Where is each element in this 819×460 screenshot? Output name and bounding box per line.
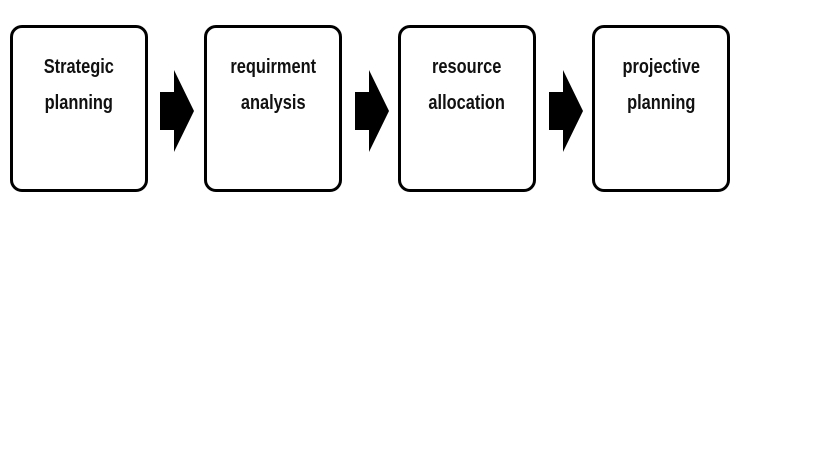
step-label: projective planning — [622, 49, 699, 121]
step-label: Strategic planning — [44, 49, 114, 121]
step-label-line2: planning — [626, 91, 696, 114]
step-box-requirment-analysis: requirment analysis — [204, 25, 342, 192]
step-label: requirment analysis — [230, 49, 316, 121]
step-box-strategic-planning: Strategic planning — [10, 25, 148, 192]
step-label-line1: Strategic — [43, 55, 115, 78]
step-label-line1: projective — [622, 55, 700, 78]
step-label-line2: allocation — [428, 91, 506, 114]
step-label-line2: planning — [44, 91, 114, 114]
flow-arrow-icon — [549, 70, 583, 152]
step-label-line2: analysis — [240, 91, 306, 114]
flow-arrow-icon — [160, 70, 194, 152]
flow-arrow-icon — [355, 70, 389, 152]
step-box-resource-allocation: resource allocation — [398, 25, 536, 192]
step-label-line1: resource — [432, 55, 502, 78]
step-box-projective-planning: projective planning — [592, 25, 730, 192]
step-label: resource allocation — [429, 49, 506, 121]
step-label-line1: requirment — [230, 55, 316, 78]
